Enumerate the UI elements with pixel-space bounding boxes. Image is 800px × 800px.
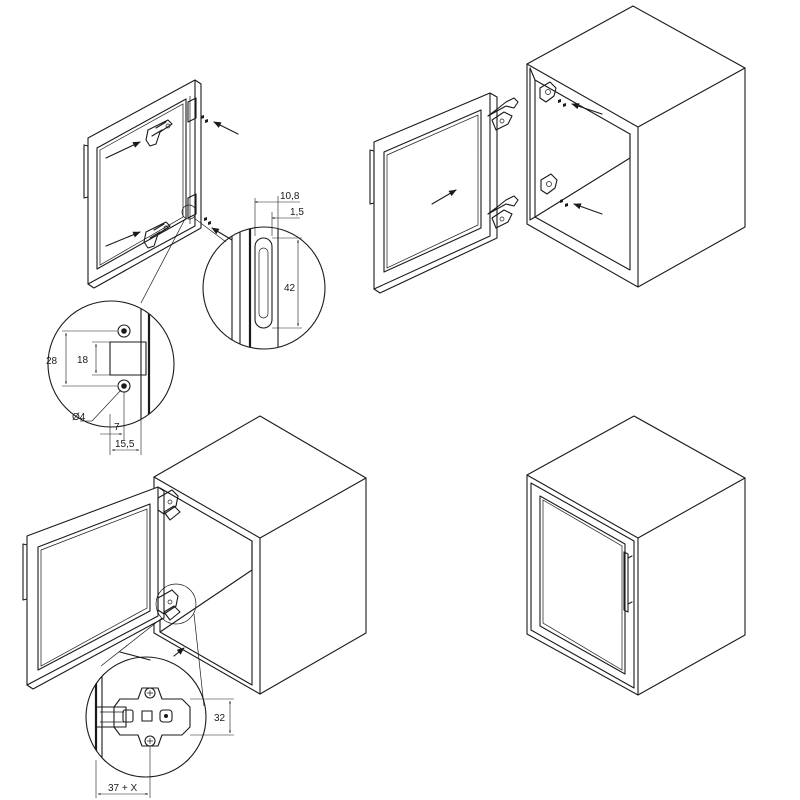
dim-cutout-width: 10,8 <box>280 191 300 202</box>
detail-slot-cutout: 10,8 1,5 42 <box>202 191 326 350</box>
dim-hinge-block: 18 <box>77 355 89 366</box>
mounting-plate-icon <box>539 81 558 195</box>
door-frame <box>530 482 635 689</box>
detail-callout <box>155 583 197 625</box>
detail-mounting-plate: 32 37 + X <box>85 656 234 798</box>
cabinet-opening <box>534 79 631 271</box>
door-frame <box>87 79 202 289</box>
detail-callout <box>181 204 197 220</box>
cabinet-body <box>526 5 746 288</box>
detail-hinge-drilling: 28 18 Ø4 7 15,5 <box>46 300 175 455</box>
door-frame <box>373 92 498 294</box>
mounting-plate-icon <box>113 687 191 747</box>
door-glass <box>96 98 187 270</box>
dim-hole-offset: 7 <box>114 422 120 433</box>
handle-icon <box>623 551 633 613</box>
step-4-assembled <box>526 415 746 696</box>
dim-hole-diameter: Ø4 <box>72 412 86 423</box>
arrow-icon <box>431 189 457 205</box>
handle-icon <box>22 543 28 601</box>
arrow-icon <box>573 203 603 215</box>
handle-icon <box>369 149 375 205</box>
door-glass <box>539 495 626 675</box>
hinge-icon <box>487 195 519 229</box>
dim-plate-height: 32 <box>214 713 226 724</box>
dim-plate-offset: 37 + X <box>108 783 138 794</box>
dim-hinge-depth: 15,5 <box>115 439 135 450</box>
arrow-icon <box>213 121 239 135</box>
arrow-icon <box>119 651 151 661</box>
hinge-icon <box>487 97 519 131</box>
cabinet-body <box>526 415 746 696</box>
dim-cutout-offset: 1,5 <box>290 207 304 218</box>
dim-hinge-spacing: 28 <box>46 356 58 367</box>
step-1-door-hinges <box>83 79 239 304</box>
dim-cutout-height: 42 <box>284 283 296 294</box>
arrow-icon <box>173 647 185 657</box>
arrow-icon <box>105 141 141 159</box>
step-2-mount-door <box>369 5 746 294</box>
step-3-open-door <box>22 415 367 707</box>
arrow-icon <box>571 103 603 115</box>
hinge-icon <box>157 589 181 621</box>
hinge-icon <box>145 97 197 147</box>
arrow-icon <box>105 231 141 247</box>
hinge-icon <box>157 489 181 521</box>
